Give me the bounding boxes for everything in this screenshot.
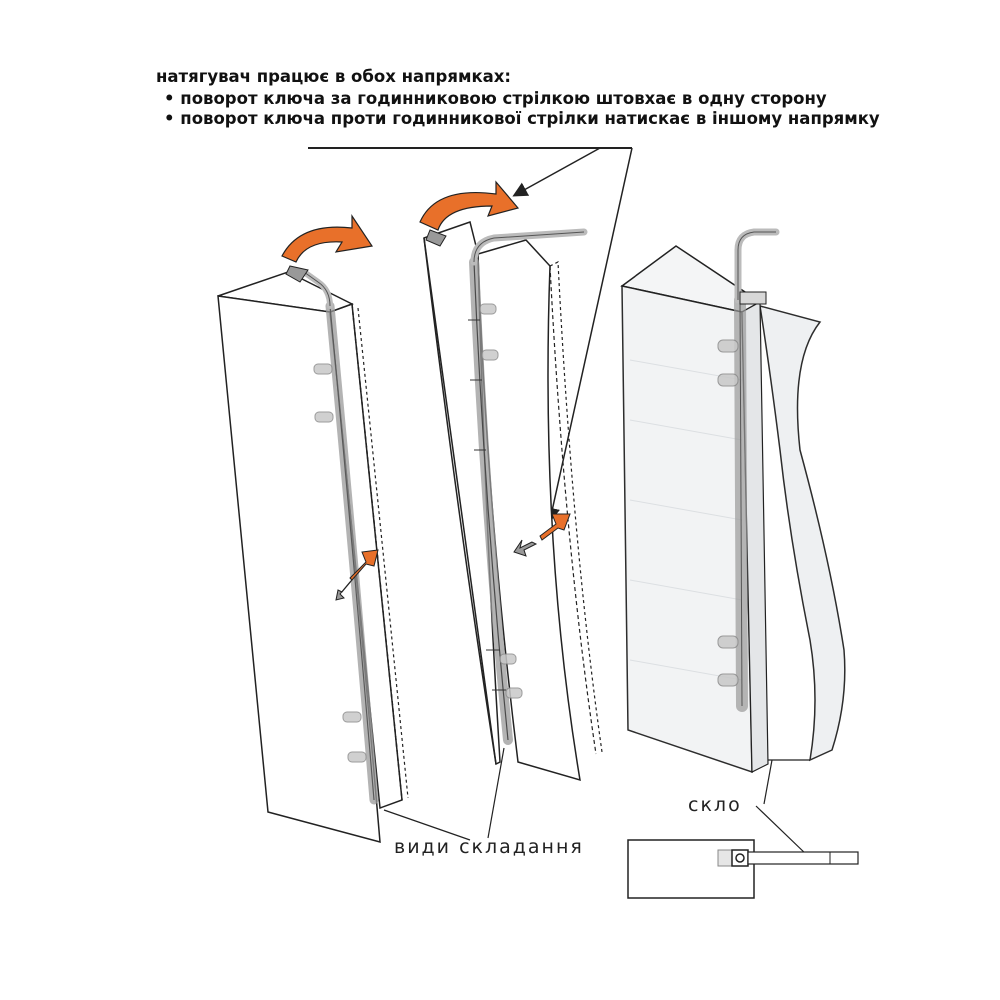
assembly-views-label: види складання bbox=[394, 836, 584, 858]
assembly-leaders bbox=[383, 747, 505, 841]
glass-detail bbox=[627, 759, 859, 899]
rotation-arrow-middle bbox=[419, 180, 520, 247]
panel-right-glass bbox=[620, 228, 846, 774]
caption-bullet-clockwise: • поворот ключа за годинниковою стрілкою… bbox=[164, 89, 827, 108]
push-arrow-left bbox=[335, 549, 379, 601]
caption-heading: натягувач працює в обох напрямках: bbox=[156, 67, 512, 86]
glass-label: скло bbox=[688, 794, 742, 816]
panel-left bbox=[217, 269, 409, 844]
glass-detail-box bbox=[627, 839, 755, 899]
rotation-arrow-left bbox=[281, 214, 374, 283]
caption-callout bbox=[308, 147, 633, 523]
push-arrow-middle bbox=[513, 513, 571, 557]
caption-bullet-counterclockwise: • поворот ключа проти годинникової стріл… bbox=[164, 109, 880, 128]
panel-middle bbox=[423, 221, 603, 782]
